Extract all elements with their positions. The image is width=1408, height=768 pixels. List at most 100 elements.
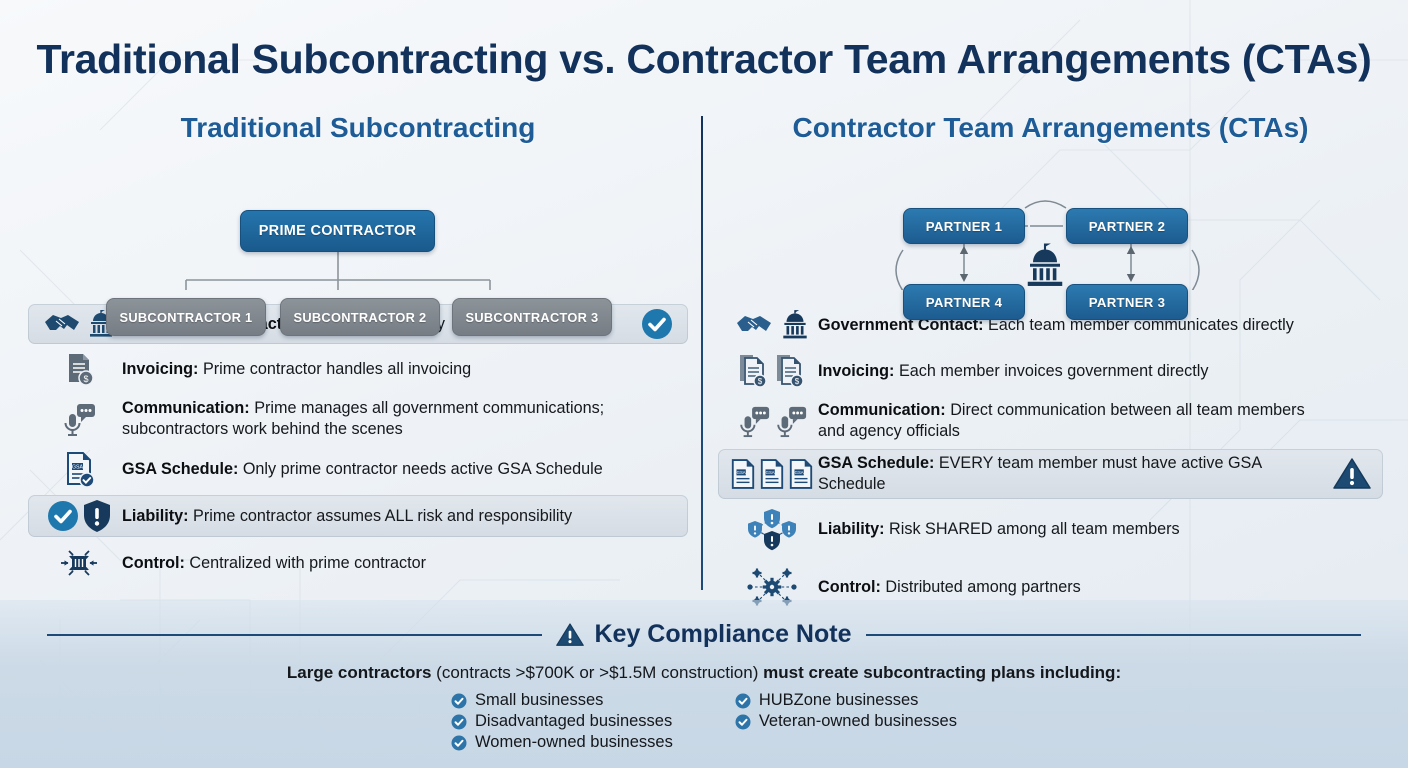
shield-alert-icon	[83, 500, 110, 533]
row-icon-group	[726, 507, 818, 551]
check-circle-icon	[451, 735, 467, 750]
feature-row-gsa-schedule[interactable]: GSA GSA GSA	[718, 449, 1383, 499]
node-partner-2[interactable]: PARTNER 2	[1066, 208, 1188, 244]
feature-text: Communication: Direct communication betw…	[818, 400, 1329, 441]
row-icon-group	[36, 401, 122, 437]
check-circle-icon	[451, 693, 467, 708]
column-divider	[701, 116, 703, 590]
feature-label: Invoicing:	[122, 359, 199, 378]
node-partner-4[interactable]: PARTNER 4	[903, 284, 1025, 320]
feature-label: Liability:	[122, 507, 189, 526]
feature-row-control[interactable]: Control: Centralized with prime contract…	[28, 541, 688, 585]
capitol-building-icon	[782, 310, 807, 339]
row-badge	[1329, 457, 1375, 491]
list-item: Disadvantaged businesses	[451, 712, 673, 731]
row-icon-group: $ $	[726, 354, 818, 388]
gsa-document-icon: GSA	[789, 459, 813, 490]
invoice-dollar-icon: $	[69, 354, 94, 386]
feature-text: GSA Schedule: Only prime contractor need…	[122, 459, 634, 480]
check-circle-icon	[642, 309, 672, 339]
note-header: Key Compliance Note	[0, 600, 1408, 649]
list-item-label: Small businesses	[475, 691, 604, 709]
feature-label: Invoicing:	[818, 361, 895, 380]
list-item: HUBZone businesses	[735, 691, 957, 710]
feature-label: Communication:	[818, 401, 946, 419]
feature-row-government-contact[interactable]: Government Contact: Each team member com…	[718, 304, 1383, 346]
check-circle-icon	[451, 714, 467, 729]
row-icon-group: GSA GSA GSA	[726, 457, 818, 491]
gsa-document-icon: GSA	[760, 459, 784, 490]
hierarchy-connectors	[185, 252, 491, 290]
microphone-chat-icon	[739, 406, 769, 437]
left-column-heading: Traditional Subcontracting	[180, 112, 536, 143]
node-subcontractor-2[interactable]: SUBCONTRACTOR 2	[280, 298, 440, 336]
feature-label: Liability:	[818, 519, 885, 538]
feature-row-communication[interactable]: Communication: Direct communication betw…	[718, 396, 1383, 445]
feature-label: GSA Schedule:	[818, 454, 935, 473]
list-item: Small businesses	[451, 691, 673, 710]
gsa-document-icon: GSA	[731, 459, 755, 490]
microphone-chat-icon	[776, 406, 806, 437]
warning-triangle-icon	[1333, 458, 1371, 489]
feature-row-communication[interactable]: Communication: Prime manages all governm…	[28, 394, 688, 443]
note-rule-right	[865, 633, 1361, 636]
feature-value: EVERY team member must have active GSA S…	[818, 454, 1262, 494]
feature-value: Centralized with prime contractor	[184, 554, 427, 573]
row-icon-group	[36, 308, 122, 340]
note-business-lists: Small businesses Disadvantaged businesse…	[0, 691, 1408, 752]
note-list-left: Small businesses Disadvantaged businesse…	[451, 691, 673, 752]
node-subcontractor-1[interactable]: SUBCONTRACTOR 1	[106, 298, 266, 336]
feature-label: GSA Schedule:	[122, 460, 239, 479]
note-title: Key Compliance Note	[556, 620, 852, 649]
check-circle-icon	[47, 501, 78, 532]
node-partner-1[interactable]: PARTNER 1	[903, 208, 1025, 244]
feature-row-liability[interactable]: Liability: Risk SHARED among all team me…	[718, 503, 1383, 555]
warning-triangle-icon	[556, 622, 585, 646]
feature-value: Risk SHARED among all team members	[884, 519, 1180, 538]
check-circle-icon	[735, 693, 751, 708]
feature-label: Control:	[818, 577, 881, 596]
note-subtitle-strong-2: must create subcontracting plans includi…	[763, 663, 1122, 682]
feature-row-gsa-schedule[interactable]: GSA GSA Schedule: Only prime contractor …	[28, 447, 688, 491]
feature-text: Liability: Risk SHARED among all team me…	[818, 519, 1329, 540]
row-icon-group	[726, 308, 818, 342]
row-icon-group	[726, 403, 818, 439]
feature-row-invoicing[interactable]: $ $ Invoicing: Each member invoices gove…	[718, 350, 1383, 392]
feature-row-invoicing[interactable]: $ Invoicing: Prime contractor handles al…	[28, 348, 688, 390]
list-item: Women-owned businesses	[451, 733, 673, 752]
feature-text: Invoicing: Each member invoices governme…	[818, 361, 1329, 382]
feature-text: Control: Centralized with prime contract…	[122, 553, 634, 574]
note-list-right: HUBZone businesses Veteran-owned busines…	[735, 691, 957, 752]
cta-network-diagram: PARTNER 1 PARTNER 2 PARTNER 3 PARTNER 4	[718, 158, 1383, 320]
note-subtitle-plain: (contracts >$700K or >$1.5M construction…	[431, 663, 764, 682]
feature-value: Prime manages all government communicati…	[122, 399, 605, 438]
node-partner-3[interactable]: PARTNER 3	[1066, 284, 1188, 320]
right-feature-list: Government Contact: Each team member com…	[718, 304, 1383, 615]
node-subcontractor-3[interactable]: SUBCONTRACTOR 3	[452, 298, 612, 336]
svg-text:$: $	[794, 377, 799, 386]
list-item-label: Veteran-owned businesses	[758, 712, 957, 730]
feature-label: Government Contact:	[818, 315, 984, 334]
svg-text:GSA: GSA	[72, 465, 83, 471]
list-item-label: Disadvantaged businesses	[475, 712, 673, 730]
right-column: Contractor Team Arrangements (CTAs)	[718, 112, 1383, 619]
list-item-label: HUBZone businesses	[758, 691, 919, 709]
row-icon-group	[36, 499, 122, 533]
feature-value: Each team member communicates directly	[983, 315, 1294, 334]
feature-text: Communication: Prime manages all governm…	[122, 398, 634, 439]
node-prime-contractor[interactable]: PRIME CONTRACTOR	[240, 210, 435, 252]
feature-text: Invoicing: Prime contractor handles all …	[122, 359, 634, 380]
svg-text:$: $	[83, 374, 88, 384]
feature-row-liability[interactable]: Liability: Prime contractor assumes ALL …	[28, 495, 688, 538]
feature-row-control[interactable]: Control: Distributed among partners	[718, 559, 1383, 615]
feature-value: Prime contractor handles all invoicing	[198, 359, 472, 378]
invoice-dollar-icon: $	[776, 355, 804, 388]
feature-value: Only prime contractor needs active GSA S…	[238, 460, 603, 479]
svg-text:GSA: GSA	[795, 470, 804, 475]
feature-label: Control:	[122, 554, 185, 573]
row-icon-group: $	[36, 352, 122, 386]
svg-text:GSA: GSA	[766, 470, 775, 475]
note-subtitle-strong-1: Large contractors	[286, 663, 432, 682]
check-circle-icon	[735, 714, 751, 729]
